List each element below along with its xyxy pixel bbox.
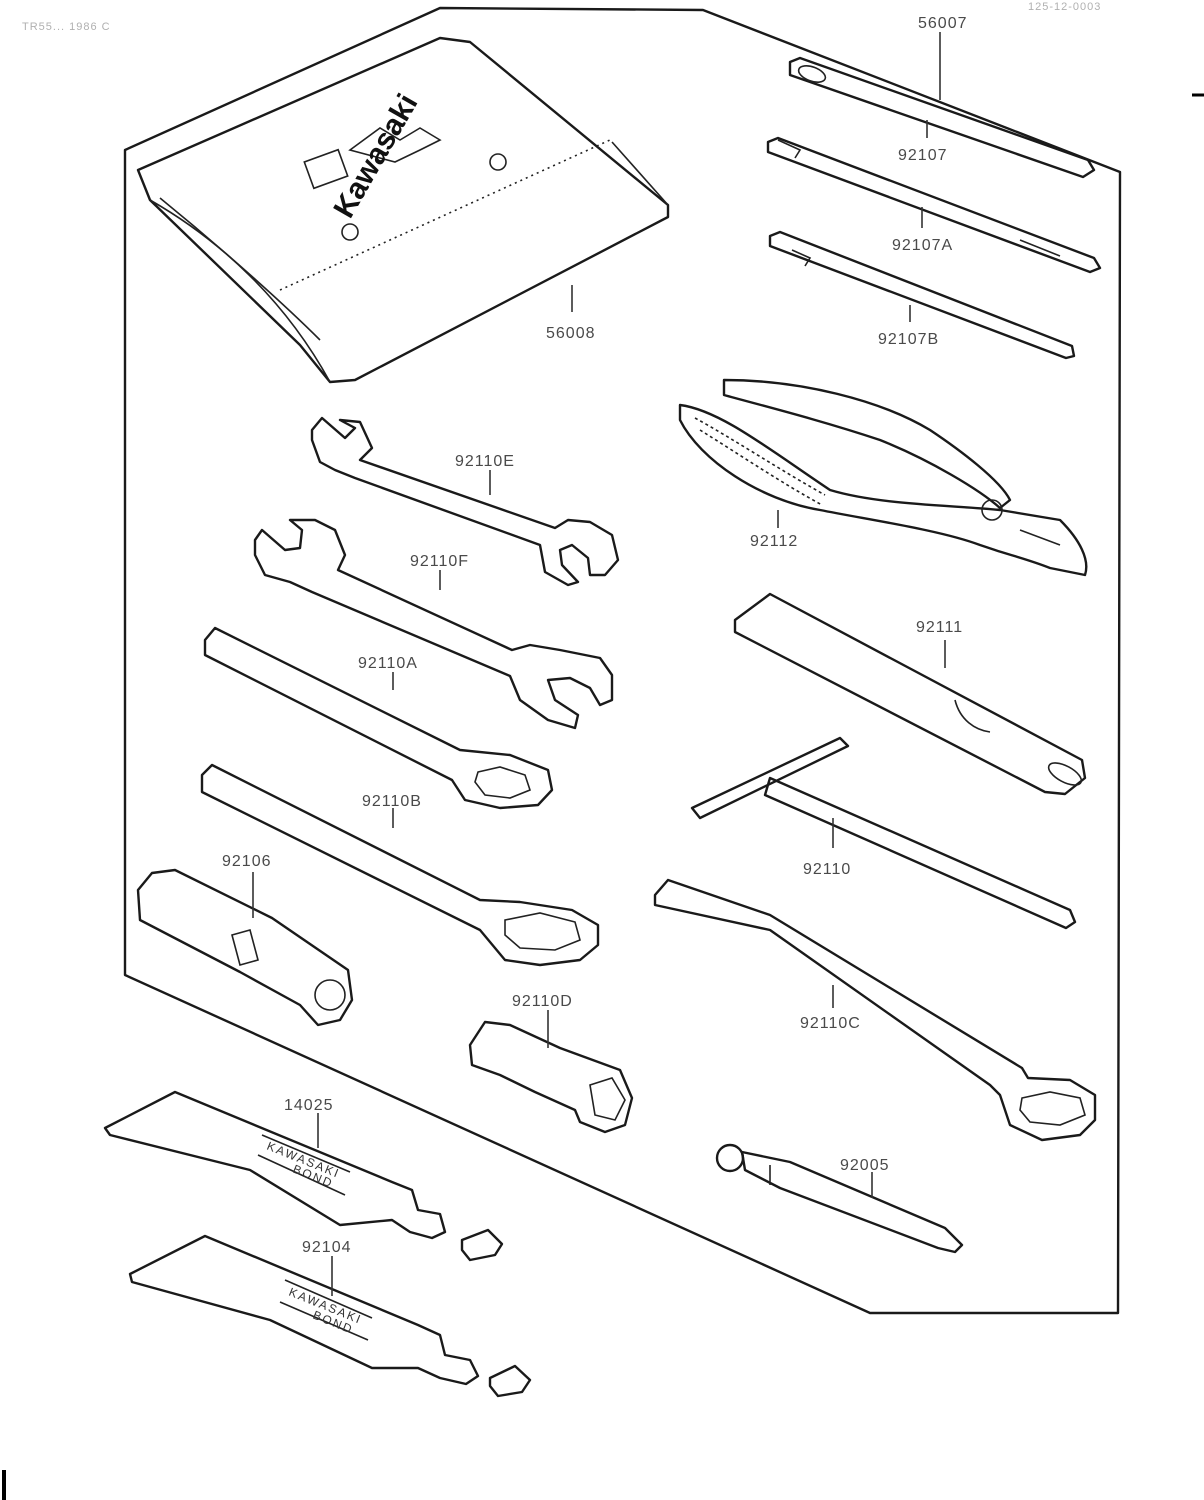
label-14025: 14025	[284, 1097, 334, 1114]
label-56008: 56008	[546, 325, 596, 342]
ring-wrench-92110C	[653, 878, 1097, 1142]
label-92104: 92104	[302, 1239, 352, 1256]
label-92110C: 92110C	[800, 1015, 861, 1032]
slim-tool-92107B	[768, 230, 1076, 360]
label-92110D: 92110D	[512, 993, 573, 1010]
ring-wrench-92110A	[203, 626, 554, 810]
leader-lines	[252, 32, 946, 1296]
tube-1-cap	[460, 1228, 504, 1262]
slim-tool-92107A	[766, 136, 1102, 274]
label-92112: 92112	[750, 533, 798, 550]
label-92107B: 92107B	[878, 331, 939, 348]
chisel-92111	[733, 592, 1087, 796]
tube-2-cap	[488, 1364, 532, 1398]
label-92110A: 92110A	[358, 655, 418, 672]
kit-boundary-outline	[123, 6, 1122, 1315]
bond-tube-14025: KAWASAKI BOND	[103, 1090, 504, 1262]
ring-wrench-92110B	[200, 763, 600, 967]
label-56007: 56007	[918, 15, 968, 32]
label-92111: 92111	[916, 619, 963, 636]
plug-wrench-92110D	[468, 1020, 634, 1134]
brand-name: Kawasaki	[327, 89, 424, 224]
label-92107: 92107	[898, 147, 948, 164]
header-right-code: 125-12-0003	[1028, 1, 1101, 13]
socket-handle-92106	[136, 868, 354, 1027]
label-92107A: 92107A	[892, 237, 953, 254]
label-92106: 92106	[222, 853, 272, 870]
pliers	[678, 378, 1088, 577]
screwdriver-92005	[715, 1143, 964, 1254]
slim-tool-56007	[788, 56, 1096, 179]
t-handle-92110	[690, 736, 1077, 930]
label-92110B: 92110B	[362, 793, 422, 810]
header-left-code: TR55... 1986 C	[22, 21, 111, 33]
wrench-92110E	[310, 416, 620, 587]
wrench-92110F	[253, 518, 614, 730]
label-92110F: 92110F	[410, 553, 469, 570]
kawasaki-logo: Kawasaki	[303, 89, 442, 224]
part-labels: 56007 92107 92107A 92107B 56008 92110E 9…	[222, 15, 968, 1256]
label-92110E: 92110E	[455, 453, 515, 470]
label-92005: 92005	[840, 1157, 890, 1174]
label-92110: 92110	[803, 861, 851, 878]
